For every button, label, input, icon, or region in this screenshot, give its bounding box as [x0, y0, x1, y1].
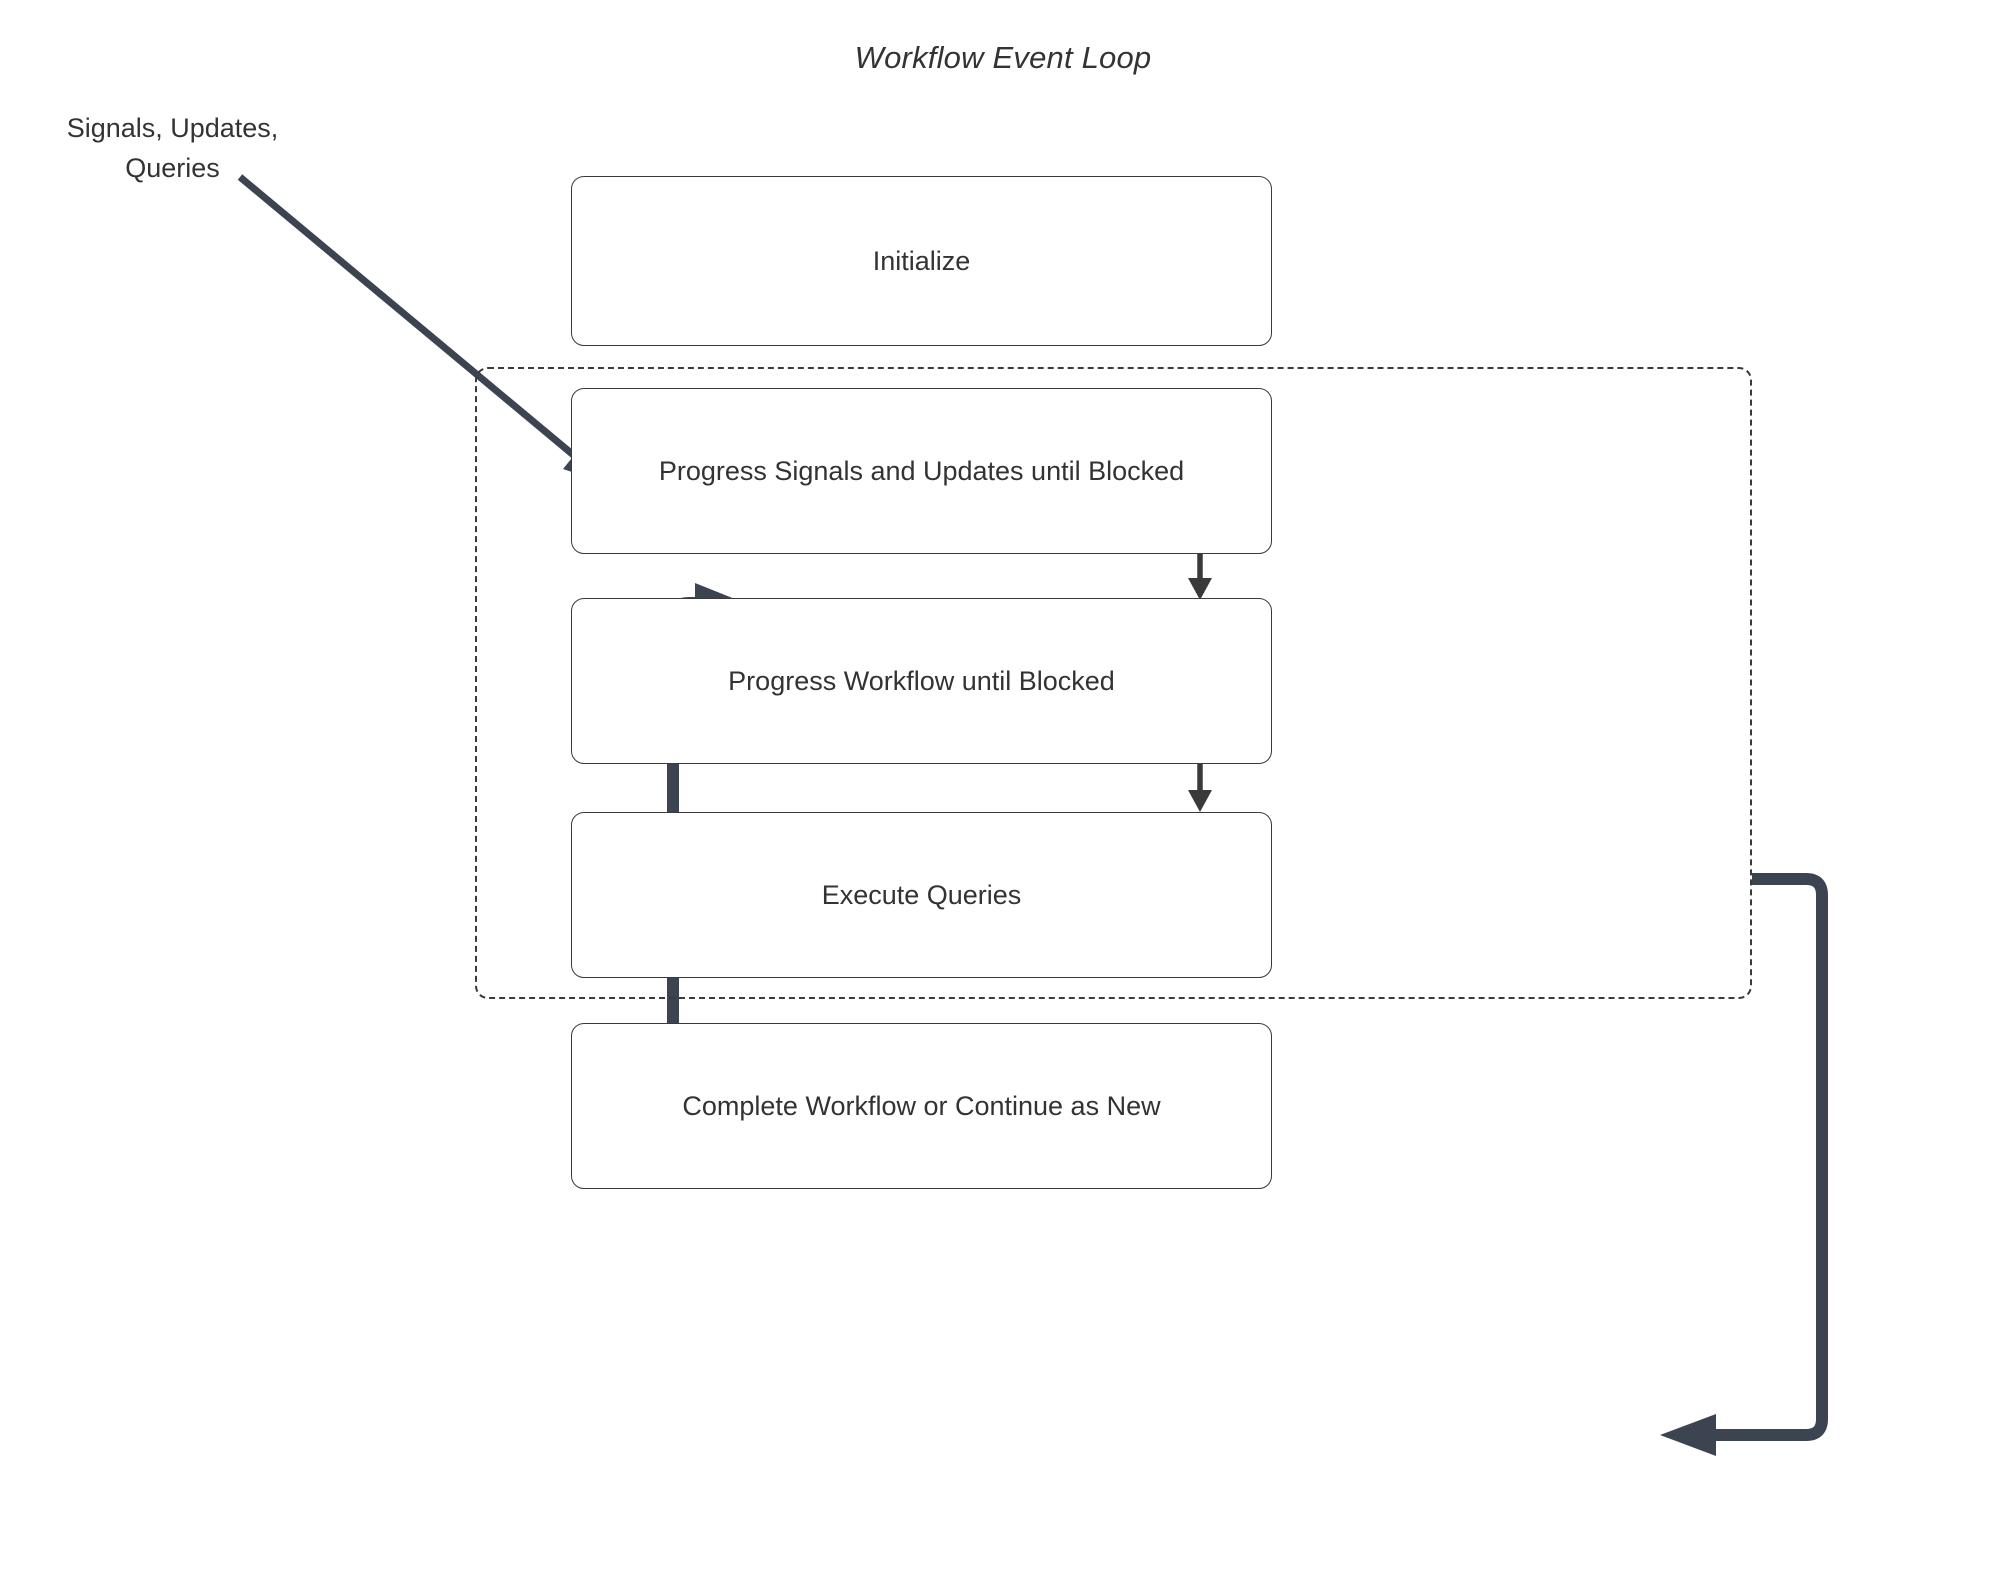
- external-input-label-line-1: Signals, Updates,: [66, 113, 279, 143]
- event-loop-dashed-group: [475, 367, 1752, 999]
- node-execute-queries-label: Execute Queries: [821, 879, 1022, 910]
- node-progress-workflow-label: Progress Workflow until Blocked: [728, 665, 1115, 696]
- node-progress-signals-and-updates[interactable]: Progress Signals and Updates until Block…: [571, 388, 1272, 554]
- node-initialize-label: Initialize: [872, 245, 971, 276]
- node-complete-workflow-label: Complete Workflow or Continue as New: [682, 1090, 1161, 1121]
- node-initialize[interactable]: Initialize: [571, 176, 1272, 346]
- node-execute-queries[interactable]: Execute Queries: [571, 812, 1272, 978]
- node-complete-workflow[interactable]: Complete Workflow or Continue as New: [571, 1023, 1272, 1189]
- external-input-label: Signals, Updates, Queries: [30, 108, 315, 188]
- node-progress-signals-and-updates-label: Progress Signals and Updates until Block…: [658, 455, 1185, 486]
- node-progress-workflow[interactable]: Progress Workflow until Blocked: [571, 598, 1272, 764]
- page-title: Workflow Event Loop: [854, 40, 1152, 75]
- external-input-label-line-2: Queries: [125, 153, 220, 183]
